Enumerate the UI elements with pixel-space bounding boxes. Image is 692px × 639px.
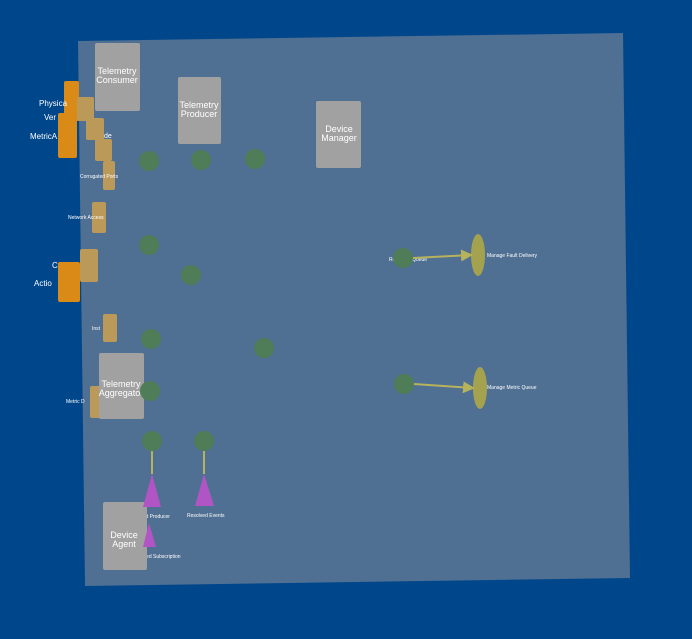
tiny-label-9: Manage Metric Queue — [487, 385, 537, 391]
node-8 — [140, 381, 160, 401]
tan-tab-1 — [77, 97, 94, 121]
magenta-cone-2 — [195, 474, 214, 506]
tiny-label-2: Network Access — [68, 215, 104, 221]
telemetry-aggregator-label-line-2: Aggregator — [99, 388, 144, 398]
node-11 — [393, 248, 413, 268]
tan-tab-3 — [95, 139, 112, 161]
magenta-cone-1 — [143, 474, 161, 507]
node-9 — [142, 431, 162, 451]
telemetry-consumer-label-line-2: Consumer — [96, 75, 138, 85]
side-label-ver: Ver — [44, 113, 56, 122]
tan-tab-6 — [80, 249, 98, 282]
device-manager-box: Device Manager — [316, 101, 361, 168]
side-label-metric-tail: de — [104, 133, 112, 140]
green-node-group — [139, 149, 414, 451]
tiny-label-1: Corrugated Ports — [80, 174, 119, 180]
telemetry-consumer-box: Telemetry Consumer — [95, 43, 140, 111]
side-label-actions: Actio — [34, 279, 52, 288]
tan-tab-5 — [92, 202, 106, 233]
connector-upper — [412, 249, 473, 262]
olive-target-upper — [471, 234, 485, 276]
orange-tab-2 — [58, 113, 77, 158]
main-panel — [78, 33, 630, 586]
node-3 — [245, 149, 265, 169]
left-tab-stack — [58, 81, 117, 418]
olive-target-lower — [473, 367, 487, 409]
node-1 — [139, 151, 159, 171]
orange-tab-3 — [58, 262, 80, 302]
tiny-label-5: Alert Producer — [138, 514, 170, 520]
device-agent-label-line-1: Device — [110, 530, 138, 540]
tiny-label-6: Resolved Events — [187, 513, 225, 519]
side-label-metric: MetricA — [30, 132, 58, 141]
tiny-label-7: Fed Subscription — [143, 554, 181, 560]
telemetry-aggregator-label-line-1: Telemetry — [101, 379, 141, 389]
node-10 — [194, 431, 214, 451]
orange-tab-1 — [64, 81, 79, 121]
tan-tab-4 — [103, 161, 115, 190]
node-6 — [141, 329, 161, 349]
telemetry-consumer-label-line-1: Telemetry — [97, 66, 137, 76]
device-manager-label-line-2: Manager — [321, 133, 357, 143]
telemetry-aggregator-box: Telemetry Aggregator — [99, 353, 144, 419]
node-4 — [139, 235, 159, 255]
side-label-c: C — [52, 261, 58, 270]
device-agent-box: Device Agent — [103, 502, 147, 570]
device-agent-label-line-2: Agent — [112, 539, 136, 549]
tiny-label-4: Metric D — [66, 399, 85, 405]
telemetry-producer-box: Telemetry Producer — [178, 77, 221, 144]
node-2 — [191, 150, 211, 170]
node-5 — [181, 265, 201, 285]
connector-lower — [413, 381, 475, 394]
tan-tab-2 — [86, 118, 104, 140]
magenta-cone-3 — [143, 523, 156, 547]
telemetry-producer-label-line-2: Producer — [181, 109, 218, 119]
tiny-label-3: Inst — [92, 326, 101, 332]
node-7 — [254, 338, 274, 358]
device-manager-label-line-1: Device — [325, 124, 353, 134]
telemetry-producer-label-line-1: Telemetry — [179, 100, 219, 110]
node-12 — [394, 374, 414, 394]
side-label-physical: Physica — [39, 99, 68, 108]
tiny-label-8: Manage Fault Delivery — [487, 253, 538, 259]
tan-tab-7 — [103, 314, 117, 342]
